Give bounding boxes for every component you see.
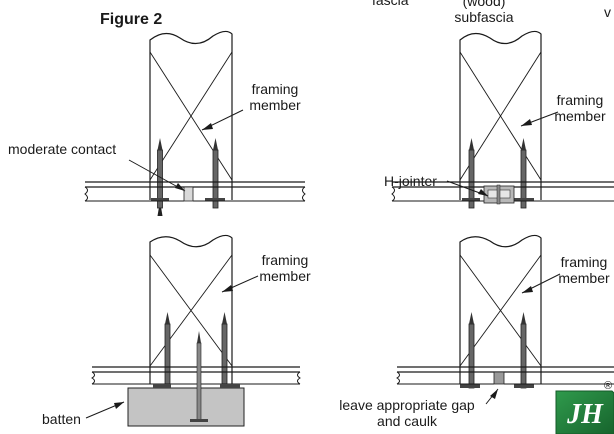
framing-member-stud <box>459 30 542 200</box>
framing-label-line1: framing <box>262 252 309 268</box>
panel-top-left: framing member moderate contact <box>8 30 306 216</box>
moderate-contact-pointer <box>128 159 186 192</box>
framing-member-stud <box>459 234 542 384</box>
framing-member-stud <box>149 234 233 384</box>
batten <box>127 331 245 427</box>
gap-caulk-label-line1: leave appropriate gap <box>339 397 475 413</box>
framing-label-line1: framing <box>252 81 299 97</box>
soffit-panel <box>91 366 301 385</box>
h-jointer-label: H-jointer <box>384 173 437 189</box>
top-mid-line1: (wood) <box>463 0 506 9</box>
framing-label-line1: framing <box>557 92 604 108</box>
framing-label-line2: member <box>558 270 610 286</box>
stud-cross-line-b <box>149 254 233 367</box>
batten-arrowhead <box>114 402 124 409</box>
top-right-fragment: v <box>604 4 611 20</box>
nail-left <box>164 312 171 391</box>
batten-label: batten <box>42 411 81 427</box>
framing-label-line2: member <box>259 268 311 284</box>
soffit-panel <box>396 366 614 385</box>
gap-caulk-arrowhead <box>490 389 498 399</box>
framing-arrowhead <box>222 285 233 292</box>
h-jointer-arrowhead <box>478 189 488 196</box>
panel-bottom-right: framing member leave appropriate gap and… <box>339 234 614 429</box>
framing-arrowhead <box>521 119 532 126</box>
logo-mark: JH <box>566 399 604 430</box>
framing-label-line2: member <box>249 97 301 113</box>
moderate-contact-label: moderate contact <box>8 141 116 157</box>
framing-label-line2: member <box>554 108 606 124</box>
top-left-fragment: fascia <box>372 0 409 8</box>
nail-right <box>514 138 534 209</box>
framing-arrowhead <box>522 286 533 293</box>
contact-joint <box>183 186 194 202</box>
soffit-panel <box>84 181 306 202</box>
nail-left <box>462 138 480 209</box>
stud-cross-line-b <box>149 51 233 181</box>
moderate-contact-arrowhead <box>175 183 185 191</box>
figure-title: Figure 2 <box>100 11 162 28</box>
panel-top-right: framing member H-jointer <box>384 30 614 209</box>
registered-mark: ® <box>604 380 612 392</box>
logo-badge <box>555 390 614 434</box>
h-jointer <box>483 184 515 205</box>
gap-caulk-label-line2: and caulk <box>377 413 438 429</box>
nail-right <box>514 312 534 389</box>
brand-logo: JH ® <box>555 380 614 434</box>
panel-bottom-left: framing member batten <box>42 234 311 427</box>
nail-right <box>205 138 225 209</box>
framing-label-line1: framing <box>561 254 608 270</box>
nail-right <box>221 312 228 391</box>
nail-left <box>460 312 480 389</box>
caulk-gap <box>493 371 505 385</box>
framing-arrowhead <box>202 123 213 130</box>
framing-member-stud <box>149 30 233 200</box>
soffit-panel <box>391 181 614 202</box>
top-mid-line2: subfascia <box>454 9 513 25</box>
